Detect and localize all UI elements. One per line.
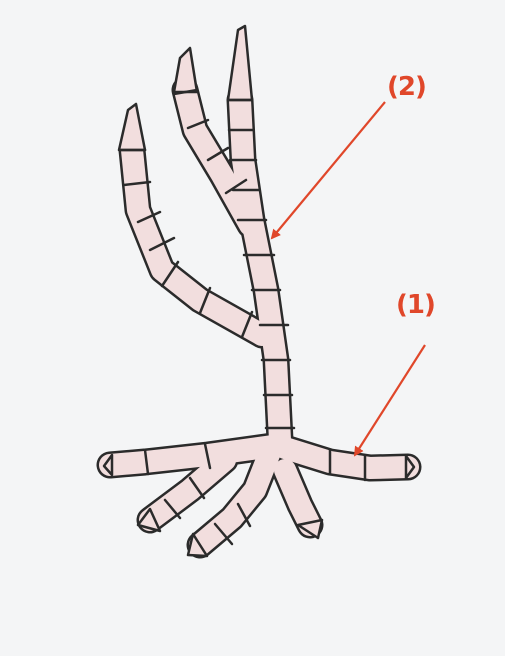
arrow-2 [272, 102, 385, 238]
annotation-label-2: (2) [387, 72, 426, 102]
arrow-1 [355, 345, 425, 455]
thallus-filaments [110, 90, 408, 545]
annotation-label-1: (1) [396, 290, 435, 320]
annotation-arrows [272, 102, 425, 455]
